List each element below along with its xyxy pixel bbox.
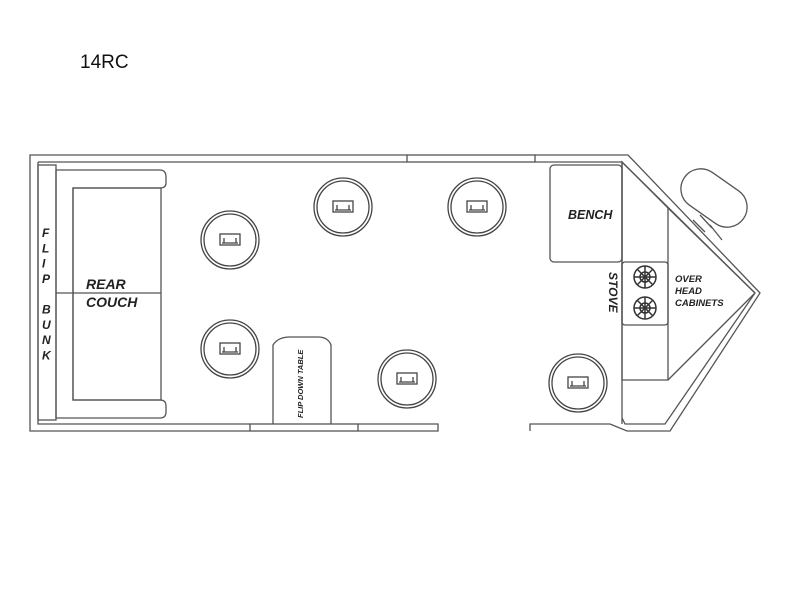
stove-burner-top (633, 265, 657, 289)
stove-label: STOVE (606, 272, 620, 313)
propane-tank (680, 168, 748, 241)
flip-down-table (272, 336, 332, 424)
fishing-hole (377, 349, 437, 409)
flip-bunk-letter: N (42, 333, 51, 347)
flip-bunk-letter: K (42, 348, 52, 362)
flip-bunk-letter: I (42, 257, 46, 271)
flip-bunk-letter: F (42, 226, 50, 240)
flip-bunk-letter: L (42, 241, 49, 255)
overhead-cabinets-label-3: CABINETS (675, 298, 724, 309)
bench-label: BENCH (568, 208, 613, 222)
floorplan-model-name: 14RC (80, 52, 129, 73)
door-threshold (249, 423, 359, 432)
rear-couch-seat (72, 187, 162, 401)
front-window (406, 154, 536, 163)
fishing-hole (548, 353, 608, 413)
fishing-hole (200, 319, 260, 379)
flip-bunk (37, 164, 57, 421)
flip-bunk-letter: P (42, 272, 51, 286)
overhead-cabinets-label-1: OVER (675, 274, 702, 285)
overhead-cabinets-label-2: HEAD (675, 286, 702, 297)
stove-burner-bottom (633, 296, 657, 320)
rear-couch-label-1: REAR (86, 276, 127, 292)
fishing-hole (313, 177, 373, 237)
fishing-hole (447, 177, 507, 237)
flip-bunk-letter: U (42, 318, 51, 332)
flip-bunk-letter: B (42, 303, 51, 317)
fishing-hole (200, 210, 260, 270)
flip-down-table-label: FLIP DOWN TABLE (296, 349, 305, 418)
rear-couch-label-2: COUCH (86, 294, 138, 310)
outer-wall (29, 154, 761, 432)
